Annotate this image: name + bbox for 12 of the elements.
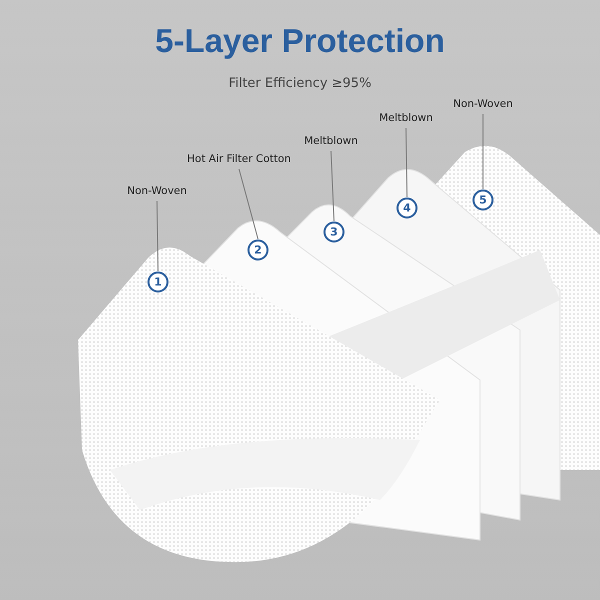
layer-label: Non-Woven xyxy=(453,96,513,112)
title: 5-Layer Protection xyxy=(154,22,446,60)
layer-label: Hot Air Filter Cotton xyxy=(187,151,291,167)
layer-label: Meltblown xyxy=(379,110,433,126)
leader-line xyxy=(238,168,258,240)
layer-label: Non-Woven xyxy=(127,183,187,199)
layer-label: Meltblown xyxy=(304,133,358,149)
leader-line xyxy=(330,150,334,222)
leader-line xyxy=(156,200,158,272)
leader-line xyxy=(482,114,484,190)
leader-line xyxy=(406,128,408,198)
subtitle: Filter Efficiency ≥95% xyxy=(228,76,372,91)
